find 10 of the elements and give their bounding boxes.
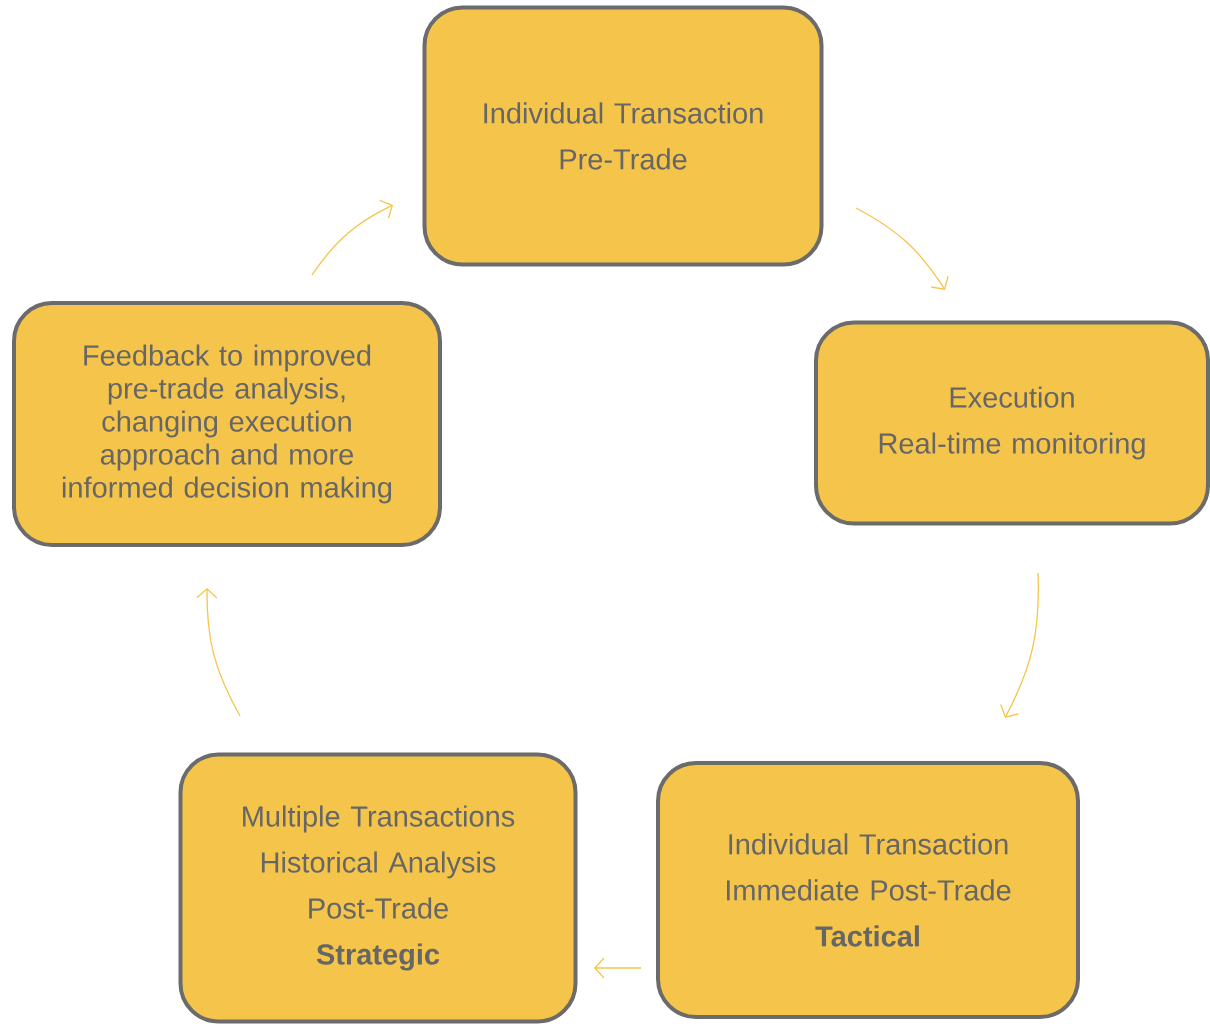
process-box: Multiple Transactions Historical Analysis Post-Trade Strategic <box>178 752 578 1024</box>
arrow <box>1000 572 1039 718</box>
process-box: Individual Transaction Pre-Trade <box>422 5 824 267</box>
arrow <box>594 957 642 979</box>
arrow <box>311 199 393 276</box>
arrow <box>196 588 241 717</box>
process-box: Individual Transaction Immediate Post-Trade Tactical <box>656 761 1080 1019</box>
arrow <box>855 207 949 290</box>
process-box: Execution Real-time monitoring <box>814 320 1210 526</box>
process-box: Feedback to improved pre-trade analysis, changing execution approach and more informed decision making <box>12 301 442 547</box>
